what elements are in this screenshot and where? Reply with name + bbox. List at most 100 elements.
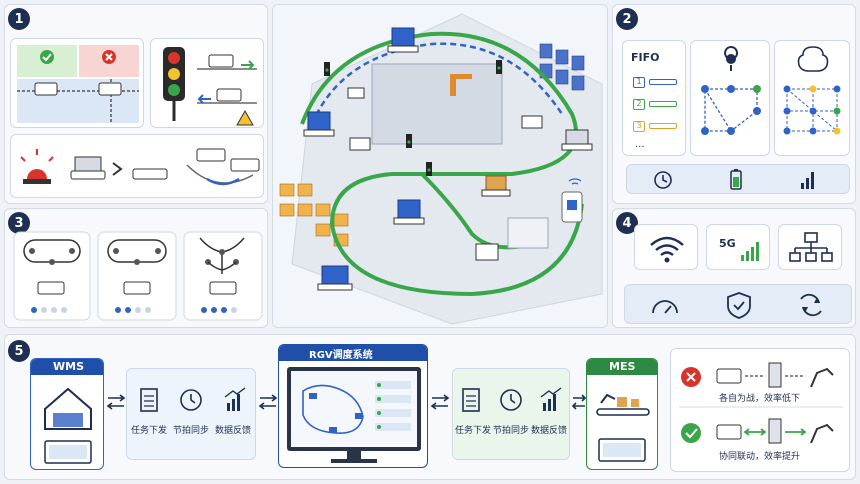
- signal-rule-card: [150, 38, 264, 128]
- wifi-icon: [650, 236, 684, 263]
- section-5-number: 5: [8, 340, 30, 362]
- status-bar: [626, 164, 850, 194]
- chart-up-icon: [224, 387, 246, 411]
- charging-station: [561, 178, 583, 223]
- comparison-good-text: 协同联动，效率提升: [719, 452, 801, 462]
- rgv-icon: [98, 82, 122, 96]
- rgv-icon: [208, 54, 234, 68]
- crossing-diagram: [17, 45, 139, 123]
- clock-icon: [180, 389, 202, 411]
- queue-more: ...: [635, 139, 645, 150]
- workshop-area: [371, 63, 503, 145]
- server-icon: [768, 418, 782, 444]
- chevron-right-icon: [112, 162, 123, 176]
- section-3-number: 3: [8, 212, 30, 234]
- arrow-left-icon: [197, 94, 211, 104]
- branch-topology: [183, 231, 263, 321]
- crossing-rule-card: [10, 38, 144, 128]
- bidirectional-arrow-icon: [258, 394, 278, 410]
- flow-step-2: 节拍同步: [173, 426, 210, 436]
- chart-up-icon: [540, 387, 562, 411]
- queue-item-2: 2: [633, 99, 645, 110]
- warehouse-icon: [44, 387, 92, 464]
- network-card: [778, 224, 842, 270]
- gauge-icon: [652, 300, 678, 314]
- signal-strength-icon: [741, 242, 759, 261]
- signal-bars-icon: [801, 172, 814, 189]
- wifi-card: [634, 224, 698, 270]
- path-graph-diagram: [701, 46, 761, 135]
- wms-header: [31, 359, 103, 375]
- rgv-system-label: RGV调度系统: [309, 350, 373, 361]
- flow-icons: [462, 387, 562, 412]
- wms-label: WMS: [53, 360, 85, 373]
- document-icon: [140, 388, 158, 412]
- comparison-card: 各自为战，效率低下 协同联动，效率提升: [670, 348, 850, 472]
- check-icon: [40, 50, 54, 64]
- route-arrow: [310, 42, 564, 125]
- section-4-number: 4: [616, 212, 638, 234]
- clock-icon: [500, 389, 522, 411]
- rgv-icon: [70, 170, 106, 180]
- fifo-strategy-card: FIFO 1 2 3 ...: [622, 40, 686, 156]
- emergency-rule-card: [10, 134, 264, 198]
- rgv-icon: [230, 158, 260, 172]
- section-1-number: 1: [8, 8, 30, 30]
- section-2-number: 2: [616, 8, 638, 30]
- robot-arm-icon: [810, 423, 834, 444]
- flow-step-1: 任务下发: [131, 426, 168, 436]
- shield-check-icon: [727, 292, 751, 319]
- right-flow-card: 任务下发 节拍同步 数据反馈: [452, 368, 570, 460]
- flow-step-3: 数据反馈: [215, 426, 252, 436]
- robot-arm-icon: [600, 393, 616, 404]
- rgv-icon: [123, 281, 151, 295]
- queue-item-1: 1: [633, 77, 645, 88]
- flow-step-2: 节拍同步: [493, 426, 530, 436]
- document-icon: [462, 388, 480, 412]
- comparison-bad-text: 各自为战，效率低下: [719, 394, 801, 404]
- station-equipment: [507, 217, 549, 249]
- rgv-icon: [716, 424, 742, 440]
- capability-icons: [652, 292, 822, 319]
- shortest-path-card: [690, 40, 770, 156]
- dispatch-monitor: [287, 367, 421, 463]
- warehouse-illustration: [279, 13, 603, 325]
- comparison-diagram: [679, 362, 843, 444]
- emergency-diagram: [20, 148, 260, 186]
- rgv-icon: [132, 168, 168, 180]
- warning-icon: [236, 109, 254, 126]
- check-icon: [681, 423, 701, 443]
- ai-scheduling-card: [774, 40, 850, 156]
- cross-icon: [681, 367, 701, 387]
- 5g-card: 5G: [706, 224, 770, 270]
- rgv-icon: [196, 148, 226, 162]
- clock-icon: [654, 171, 672, 189]
- brain-icon: [797, 46, 829, 72]
- robot-arm-icon: [450, 74, 472, 96]
- topology-diagrams: [13, 231, 263, 321]
- main-track: [300, 31, 584, 297]
- double-loop-topology: [97, 231, 177, 321]
- mes-label: MES: [609, 360, 636, 373]
- loop-topology: [13, 231, 91, 321]
- queue-item-3: 3: [633, 121, 645, 132]
- mes-header: [587, 359, 657, 375]
- network-topology-icon: [789, 232, 833, 262]
- bidirectional-arrow-icon: [430, 394, 450, 410]
- wms-card: WMS: [30, 358, 104, 470]
- curved-arrow-icon: [206, 177, 240, 186]
- rgv-icon: [209, 281, 237, 295]
- left-flow-card: 任务下发 节拍同步 数据反馈: [126, 368, 256, 460]
- production-line-icon: [596, 393, 650, 462]
- rgv-icon: [34, 82, 58, 96]
- status-icons: [654, 169, 814, 190]
- flow-step-1: 任务下发: [455, 426, 492, 436]
- rgv-icon: [37, 281, 65, 295]
- arrow-right-icon: [241, 60, 255, 70]
- security-bar: [624, 284, 852, 324]
- bidirectional-arrow-icon: [571, 394, 587, 410]
- traffic-signal-diagram: [163, 47, 257, 126]
- fifo-label: FIFO: [631, 51, 660, 64]
- traffic-light-icon: [324, 60, 502, 176]
